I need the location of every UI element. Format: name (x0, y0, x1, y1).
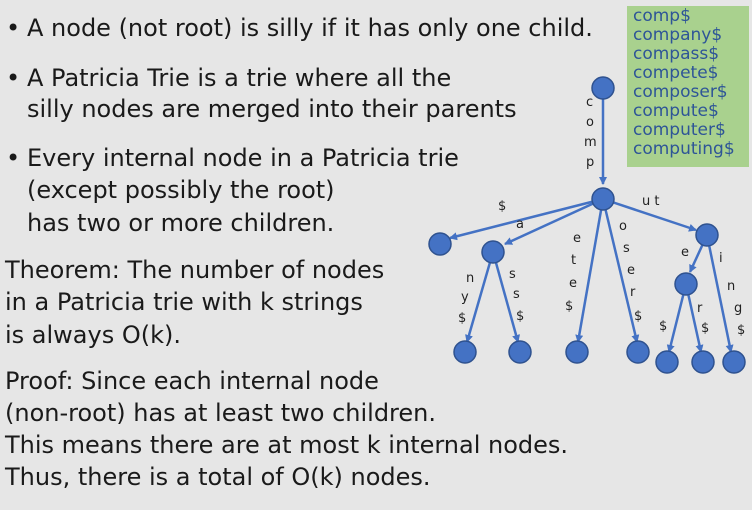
edge-label-dollar: $ (737, 323, 745, 338)
edge-comp-a (504, 197, 604, 246)
word-item: comp$ (633, 6, 691, 26)
node-compute (674, 272, 698, 296)
edge-label-dollar: $ (659, 319, 667, 334)
theorem-line2: in a Patricia trie with k strings (5, 288, 363, 316)
edge-a-ny (465, 251, 495, 343)
edge-comp-oser (601, 198, 640, 343)
edge-label-o: o (619, 219, 627, 234)
node-leaf (626, 340, 650, 364)
theorem-line1: Theorem: The number of nodes (5, 256, 385, 284)
word-item: composer$ (633, 82, 728, 102)
edge-label-dollar: $ (516, 309, 524, 324)
edge-label-n: n (466, 271, 474, 286)
edge-label-dollar: $ (498, 199, 506, 214)
edge-label-r: r (697, 301, 703, 316)
node-leaf (428, 232, 452, 256)
edge-label-s: s (623, 241, 630, 256)
edge-label-dollar: $ (634, 309, 642, 324)
bullet-dot: • (6, 64, 21, 92)
proof-line2: (non-root) has at least two children. (5, 399, 436, 427)
edge-label-p: p (586, 155, 594, 170)
word-item: computing$ (633, 139, 735, 159)
edge-label-ut: u t (642, 194, 659, 209)
node-comp (591, 187, 615, 211)
bullet-internal-node-line1: Every internal node in a Patricia trie (27, 144, 459, 172)
edge-label-s: s (513, 287, 520, 302)
edge-label-g: g (734, 301, 742, 316)
edge-comp-ut (602, 197, 697, 232)
edge-label-t: t (571, 253, 576, 268)
node-root (591, 76, 615, 100)
node-compa (481, 240, 505, 264)
bullet-dot: • (6, 144, 21, 172)
edge-label-dollar: $ (458, 311, 466, 326)
bullet-internal-node-line3: has two or more children. (27, 209, 335, 237)
edge-label-m: m (584, 135, 597, 150)
edge-label-i: i (719, 251, 723, 266)
edge-comp-dollar (449, 197, 604, 241)
bullet-dot: • (6, 14, 21, 42)
edge-label-r: r (630, 285, 636, 300)
edge-label-dollar: $ (701, 321, 709, 336)
bullet-internal-node-line2: (except possibly the root) (27, 176, 335, 204)
bullet-patricia-def-line2: silly nodes are merged into their parent… (27, 95, 517, 123)
bullet-silly-node: A node (not root) is silly if it has onl… (27, 14, 593, 42)
proof-line1: Proof: Since each internal node (5, 367, 379, 395)
edge-label-o: o (586, 115, 594, 130)
edge-label-e: e (569, 276, 577, 291)
theorem-line3: is always O(k). (5, 321, 181, 349)
bullet-patricia-def-line1: A Patricia Trie is a trie where all the (27, 64, 452, 92)
word-item: compute$ (633, 101, 719, 121)
edge-label-e: e (627, 263, 635, 278)
proof-line3: This means there are at most k internal … (5, 431, 569, 459)
edge-label-n: n (727, 279, 735, 294)
proof-line4: Thus, there is a total of O(k) nodes. (5, 463, 431, 491)
edge-label-s: s (509, 267, 516, 282)
node-leaf (655, 350, 679, 374)
edge-a-ss (491, 251, 520, 343)
word-item: computer$ (633, 120, 726, 140)
node-comput (695, 223, 719, 247)
edge-label-e: e (681, 245, 689, 260)
edge-label-y: y (461, 290, 469, 305)
node-leaf (691, 350, 715, 374)
node-leaf (722, 350, 746, 374)
word-item: company$ (633, 25, 723, 45)
word-item: compass$ (633, 44, 720, 64)
edge-label-dollar: $ (565, 299, 573, 314)
word-list-box: comp$ company$ compass$ compete$ compose… (627, 6, 749, 167)
node-leaf (508, 340, 532, 364)
node-leaf (565, 340, 589, 364)
word-item: compete$ (633, 63, 719, 83)
edge-label-c: c (586, 95, 593, 110)
edge-comp-ete (575, 198, 605, 343)
edge-label-e: e (573, 231, 581, 246)
edge-label-a: a (516, 217, 524, 232)
node-leaf (453, 340, 477, 364)
edge-ut-ing (705, 234, 734, 353)
